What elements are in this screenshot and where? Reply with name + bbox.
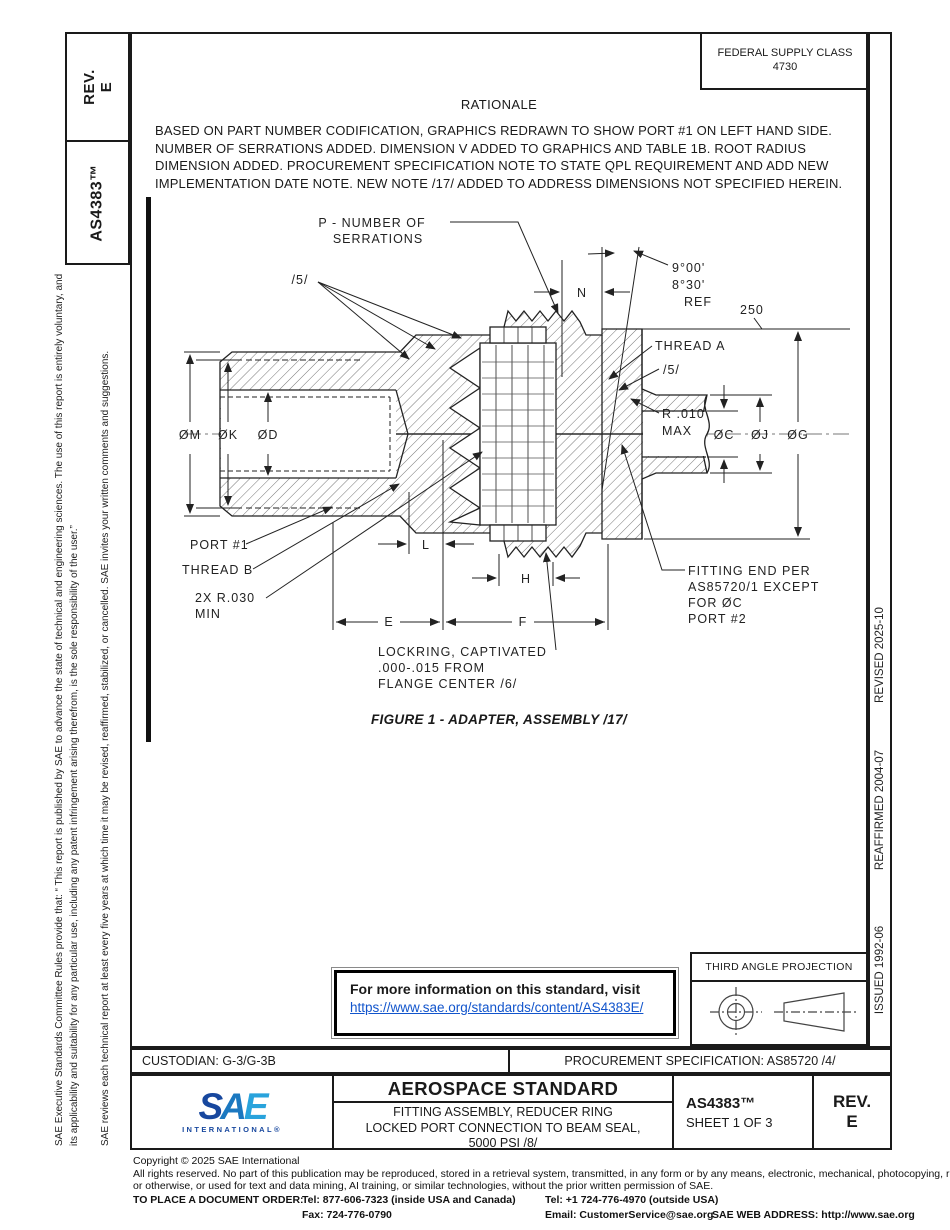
document-number-cell: AS4383™ SHEET 1 OF 3 — [674, 1076, 814, 1148]
p-serrations-label-1: P - NUMBER OF — [318, 216, 425, 230]
fsc-value: 4730 — [772, 61, 798, 73]
r010-label: R .010 — [662, 407, 705, 421]
dim-f-label: F — [519, 615, 528, 629]
fsc-label: FEDERAL SUPPLY CLASS — [717, 47, 853, 59]
revised-date: REVISED 2025-10 — [874, 607, 887, 703]
phone-international: Tel: +1 724-776-4970 (outside USA) — [545, 1194, 719, 1206]
projection-title: THIRD ANGLE PROJECTION — [692, 954, 866, 982]
r030-min-label: MIN — [195, 607, 221, 621]
sae-logo-letter-e: E — [243, 1086, 269, 1127]
flag5-left-label: /5/ — [292, 273, 309, 287]
procurement-spec-cell: PROCUREMENT SPECIFICATION: AS85720 /4/ — [564, 1054, 836, 1068]
sae-logo-letter-s: S — [198, 1086, 223, 1127]
revision-change-bar — [146, 197, 151, 742]
fitting-end-label-3: FOR ØC — [688, 596, 743, 610]
rev-margin-box: REV. E — [65, 32, 130, 142]
sae-logo: SAE INTERNATIONAL® — [132, 1076, 334, 1148]
dia-c-label: ØC — [714, 428, 735, 442]
rationale-text: BASED ON PART NUMBER CODIFICATION, GRAPH… — [155, 123, 843, 191]
dia-g-label: ØG — [787, 428, 808, 442]
order-label: TO PLACE A DOCUMENT ORDER: — [133, 1194, 304, 1206]
copyright-line: Copyright © 2025 SAE International — [133, 1155, 300, 1167]
port1-label: PORT #1 — [190, 538, 249, 552]
fitting-end-label-1: FITTING END PER — [688, 564, 811, 578]
dim-h-label: H — [521, 572, 531, 586]
rights-line-2: or otherwise, or used for text and data … — [133, 1180, 714, 1192]
dia-d-label: ØD — [258, 428, 279, 442]
standard-url-link[interactable]: https://www.sae.org/standards/content/AS… — [350, 1000, 644, 1015]
flag5-right-label: /5/ — [663, 363, 680, 377]
rev-margin-label: REV. E — [80, 69, 115, 105]
fax-number: Fax: 724-776-0790 — [302, 1209, 392, 1221]
dia-j-label: ØJ — [751, 428, 769, 442]
r010-max-label: MAX — [662, 424, 692, 438]
lockring-label-2: .000-.015 FROM — [378, 661, 485, 675]
figure1-caption: FIGURE 1 - ADAPTER, ASSEMBLY /17/ — [371, 712, 627, 727]
aerospace-standard-heading: AEROSPACE STANDARD — [334, 1076, 672, 1103]
revision-label: REV. — [832, 1092, 872, 1111]
rights-line-1: All rights reserved. No part of this pub… — [133, 1168, 950, 1180]
figure-labels: P - NUMBER OF SERRATIONS /5/ N 9°00' 8°3… — [179, 216, 819, 691]
r030-label: 2X R.030 — [195, 591, 255, 605]
main-content-frame — [130, 32, 868, 1048]
third-angle-projection-box: THIRD ANGLE PROJECTION — [690, 952, 868, 1046]
thread-b-label: THREAD B — [182, 563, 253, 577]
doc-number-margin-label: AS4383™ — [88, 163, 106, 242]
doc-number-margin-box: AS4383™ — [65, 140, 130, 265]
fitting-end-label-4: PORT #2 — [688, 612, 747, 626]
document-number: AS4383™ — [686, 1094, 756, 1112]
sae-logo-letter-a: A — [220, 1086, 247, 1127]
standard-subtitle: FITTING ASSEMBLY, REDUCER RING LOCKED PO… — [365, 1105, 641, 1150]
sheet-number: SHEET 1 OF 3 — [686, 1114, 773, 1130]
dim-l-label: L — [422, 538, 430, 552]
lockring-label-3: FLANGE CENTER /6/ — [378, 677, 517, 691]
figure1-adapter-drawing: P - NUMBER OF SERRATIONS /5/ N 9°00' 8°3… — [179, 216, 850, 691]
phone-usa: Tel: 877-606-7323 (inside USA and Canada… — [302, 1194, 516, 1206]
web-address: SAE WEB ADDRESS: http://www.sae.org — [712, 1209, 915, 1221]
lockring-label-1: LOCKRING, CAPTIVATED — [378, 645, 547, 659]
angle-ref-label: REF — [684, 295, 712, 309]
dimension-lines — [184, 221, 850, 651]
angle-830-label: 8°30' — [672, 278, 705, 292]
revision-dates-strip — [868, 32, 892, 1048]
issued-date: ISSUED 1992-06 — [874, 925, 886, 1015]
email-address: Email: CustomerService@sae.org — [545, 1209, 714, 1221]
more-information-box: For more information on this standard, v… — [331, 967, 679, 1039]
sae-logo-subtitle: INTERNATIONAL® — [182, 1125, 282, 1134]
revision-cell: REV. E — [814, 1076, 890, 1148]
dim-250-label: 250 — [740, 303, 764, 317]
thread-a-label: THREAD A — [655, 339, 726, 353]
dim-e-label: E — [384, 615, 393, 629]
dia-m-label: ØM — [179, 428, 201, 442]
dim-n-label: N — [577, 286, 587, 300]
adapter-cross-section — [185, 309, 850, 559]
fitting-end-label-2: AS85720/1 EXCEPT — [688, 580, 819, 594]
angle-9deg-label: 9°00' — [672, 261, 705, 275]
federal-supply-class-box: FEDERAL SUPPLY CLASS 4730 — [700, 32, 868, 90]
p-serrations-label-2: SERRATIONS — [333, 232, 423, 246]
info-box-text: For more information on this standard, v… — [350, 981, 641, 997]
custodian-row: CUSTODIAN: G-3/G-3B PROCUREMENT SPECIFIC… — [130, 1048, 892, 1074]
dia-k-label: ØK — [218, 428, 238, 442]
third-angle-projection-symbol — [710, 987, 856, 1037]
custodian-cell: CUSTODIAN: G-3/G-3B — [132, 1050, 510, 1072]
left-disclaimer-1: SAE Executive Standards Committee Rules … — [54, 273, 80, 1146]
reaffirmed-date: REAFFIRMED 2004-07 — [874, 749, 886, 871]
revision-value: E — [846, 1112, 858, 1131]
left-disclaimer-2: SAE reviews each technical report at lea… — [100, 350, 111, 1146]
title-block: SAE INTERNATIONAL® AEROSPACE STANDARD FI… — [130, 1074, 892, 1150]
rationale-heading: RATIONALE — [460, 97, 538, 112]
